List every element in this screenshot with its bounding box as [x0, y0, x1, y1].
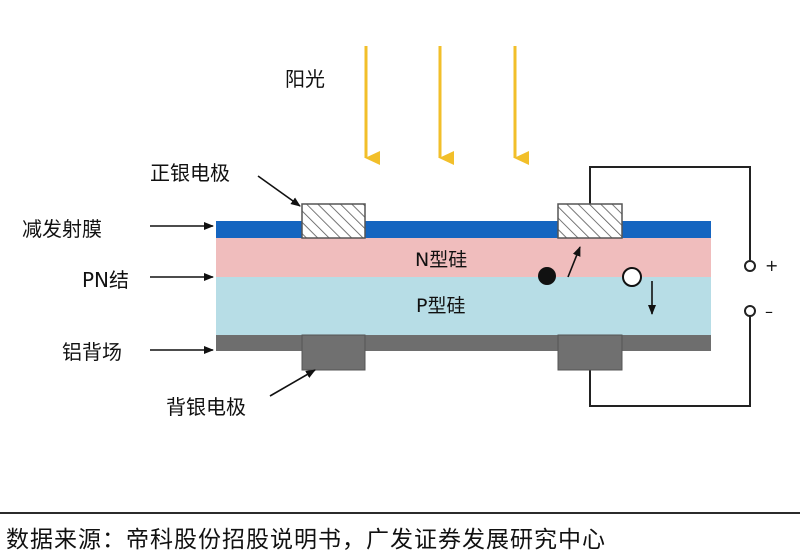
- sunlight-arrows: [364, 46, 529, 165]
- solar-cell-diagram: 阳光 + – N型硅 P型硅 正银电极 减发射膜 PN结 铝背场 背银电极: [22, 46, 778, 419]
- back-electrode-label: 背银电极: [166, 395, 246, 419]
- footer-divider: [0, 512, 800, 514]
- back-electrode-left: [301, 334, 366, 371]
- n-layer-label: N型硅: [415, 249, 467, 271]
- hole-carrier: [622, 267, 642, 287]
- antireflective-label: 减发射膜: [22, 217, 102, 241]
- source-note: 数据来源：帝科股份招股说明书，广发证券发展研究中心: [6, 527, 606, 553]
- positive-terminal: [744, 260, 756, 272]
- back-electrode-pointer: [269, 369, 316, 397]
- negative-terminal: [744, 305, 756, 317]
- front-electrode-right: [557, 203, 623, 239]
- electron-carrier: [538, 267, 556, 285]
- minus-sign: –: [765, 302, 773, 321]
- plus-sign: +: [765, 256, 778, 275]
- aluminum-field-label: 铝背场: [62, 340, 122, 364]
- p-type-silicon-layer: [216, 277, 711, 335]
- front-electrode-pointer: [257, 175, 301, 207]
- sunlight-label: 阳光: [285, 67, 325, 91]
- front-electrode-left: [301, 203, 366, 239]
- aluminum-back-field: [216, 335, 711, 351]
- back-electrode-right: [557, 334, 623, 371]
- front-electrode-label: 正银电极: [150, 161, 230, 185]
- pn-junction-label: PN结: [82, 268, 129, 292]
- electron-arrow: [567, 246, 581, 278]
- external-circuit-wire: [589, 166, 751, 407]
- antireflective-film: [216, 221, 711, 238]
- p-layer-label: P型硅: [416, 295, 465, 317]
